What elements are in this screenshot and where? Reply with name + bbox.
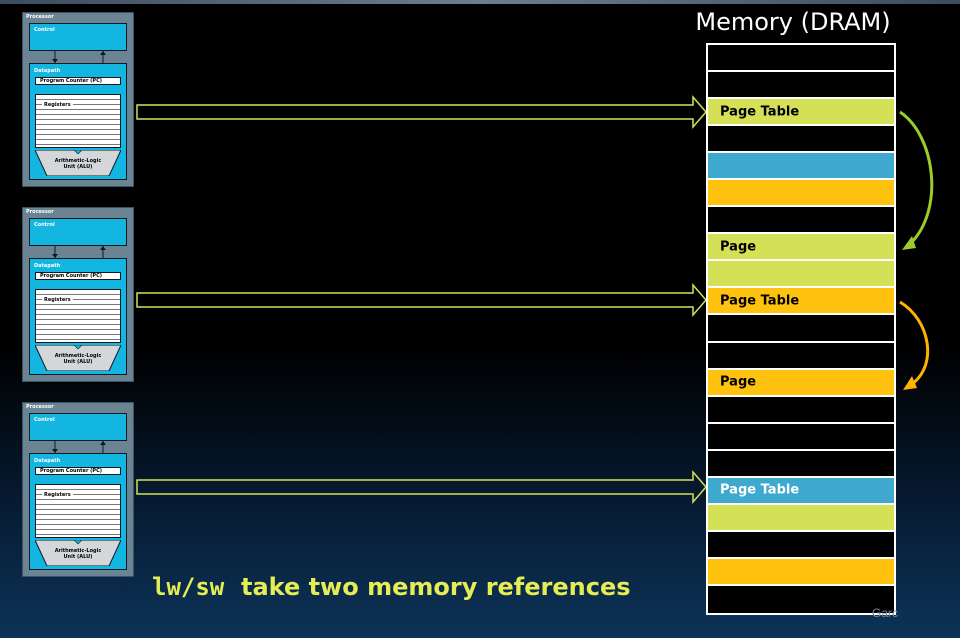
memory-cell: Page — [708, 369, 894, 397]
processor-block-1: Processor Control Datapath Program Count… — [22, 12, 134, 187]
memory-cell-label: Page — [720, 374, 757, 390]
memory-cell — [708, 450, 894, 478]
memory-cell — [708, 153, 894, 181]
processor-block-2: Processor Control Datapath Program Count… — [22, 207, 134, 382]
caption-code: lw/sw — [152, 573, 225, 601]
memory-cell — [708, 261, 894, 289]
processor-title: Processor — [26, 14, 54, 20]
memory-cell-label: Page — [720, 239, 757, 255]
footer-text: Garc — [872, 606, 899, 620]
control-unit: Control — [29, 23, 127, 51]
control-datapath-arrows — [52, 441, 106, 453]
registers-label: Registers — [42, 102, 73, 108]
registers-label: Registers — [42, 492, 73, 498]
memory-cell — [708, 531, 894, 559]
memory-cell — [708, 72, 894, 100]
access-arrow-2 — [136, 282, 707, 318]
memory-cell — [708, 558, 894, 586]
memory-cell-label: Page Table — [720, 482, 800, 498]
memory-cell — [708, 504, 894, 532]
registers: Registers — [35, 94, 121, 148]
memory-cell — [708, 423, 894, 451]
memory-cell: Page Table — [708, 477, 894, 505]
caption: lw/sw take two memory references — [152, 573, 631, 601]
datapath: Datapath Program Counter (PC) Registers … — [29, 258, 127, 375]
page-table-link-green-head — [902, 236, 916, 250]
memory-cell — [708, 315, 894, 343]
program-counter: Program Counter (PC) — [35, 77, 121, 85]
registers: Registers — [35, 484, 121, 538]
control-unit: Control — [29, 218, 127, 246]
memory-cell — [708, 126, 894, 154]
control-label: Control — [34, 222, 55, 228]
memory-cell-label: Page Table — [720, 104, 800, 120]
datapath-label: Datapath — [34, 458, 61, 464]
memory-cell — [708, 585, 894, 613]
memory-cell — [708, 207, 894, 235]
access-arrow-1 — [136, 94, 707, 130]
memory-cell — [708, 45, 894, 73]
memory-cell: Page Table — [708, 99, 894, 127]
control-datapath-arrows — [52, 51, 106, 63]
page-table-link-green — [899, 110, 934, 246]
top-bar — [0, 0, 960, 4]
registers: Registers — [35, 289, 121, 343]
program-counter: Program Counter (PC) — [35, 467, 121, 475]
datapath: Datapath Program Counter (PC) Registers … — [29, 63, 127, 180]
memory-cell — [708, 342, 894, 370]
caption-text: take two memory references — [240, 573, 631, 601]
access-arrow-3 — [136, 469, 707, 505]
processor-title: Processor — [26, 209, 54, 215]
program-counter: Program Counter (PC) — [35, 272, 121, 280]
datapath: Datapath Program Counter (PC) Registers … — [29, 453, 127, 570]
page-table-link-orange — [899, 300, 930, 386]
datapath-label: Datapath — [34, 263, 61, 269]
page-table-link-orange-head — [903, 376, 917, 390]
memory-cell-label: Page Table — [720, 293, 800, 309]
processor-block-3: Processor Control Datapath Program Count… — [22, 402, 134, 577]
control-datapath-arrows — [52, 246, 106, 258]
processor-title: Processor — [26, 404, 54, 410]
registers-label: Registers — [42, 297, 73, 303]
memory-title: Memory (DRAM) — [695, 8, 891, 36]
control-unit: Control — [29, 413, 127, 441]
memory-cell: Page Table — [708, 288, 894, 316]
control-label: Control — [34, 417, 55, 423]
memory-cell — [708, 180, 894, 208]
datapath-label: Datapath — [34, 68, 61, 74]
control-label: Control — [34, 27, 55, 33]
memory-cell: Page — [708, 234, 894, 262]
memory-cell — [708, 396, 894, 424]
